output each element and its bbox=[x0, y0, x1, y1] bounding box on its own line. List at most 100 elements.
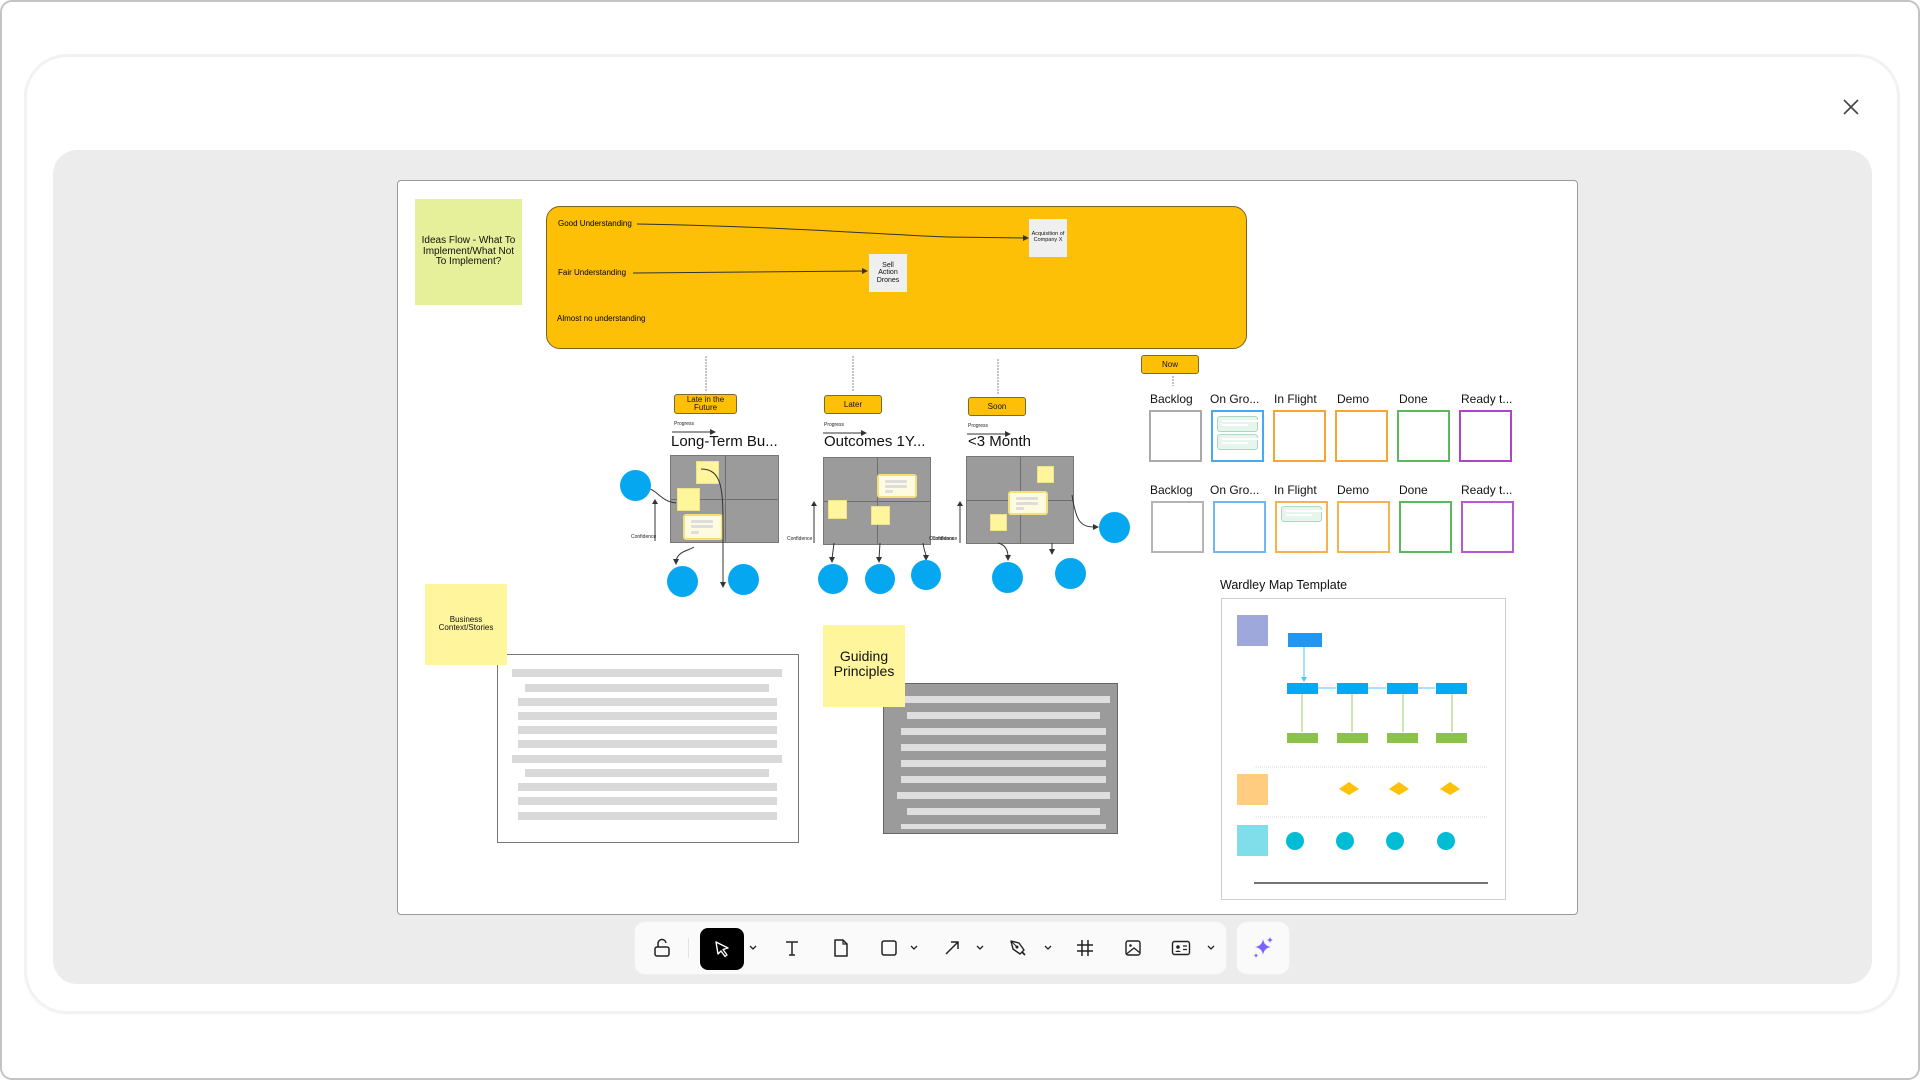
business-context-sticky[interactable]: Business Context/Stories bbox=[425, 584, 507, 665]
ai-assistant-button[interactable] bbox=[1237, 922, 1289, 974]
pen-icon bbox=[1010, 940, 1026, 956]
ideas-flow-sticky[interactable]: Ideas Flow - What To Implement/What Not … bbox=[415, 199, 522, 305]
kanban-column-label: Demo bbox=[1337, 483, 1370, 497]
wardley-map-template[interactable] bbox=[1221, 598, 1506, 900]
business-context-doc[interactable] bbox=[497, 654, 799, 843]
unlock-icon bbox=[654, 938, 670, 957]
note-card[interactable] bbox=[1008, 491, 1048, 515]
kanban-column-box[interactable] bbox=[1337, 501, 1390, 553]
outcome-node[interactable] bbox=[620, 470, 651, 501]
kanban-column-box[interactable] bbox=[1399, 501, 1452, 553]
horizon-title-3: <3 Month bbox=[968, 433, 1031, 450]
text-icon bbox=[786, 941, 798, 956]
legend-square-orange bbox=[1237, 774, 1268, 805]
confidence-label-3: Confidence bbox=[929, 536, 955, 542]
kanban-column-box[interactable] bbox=[1397, 410, 1450, 462]
wardley-diagram bbox=[1254, 633, 1488, 884]
pen-options-dropdown[interactable] bbox=[1042, 922, 1054, 974]
chevron-down-icon bbox=[1044, 945, 1052, 950]
tool-shape[interactable] bbox=[869, 922, 909, 974]
kanban-column-label: Done bbox=[1399, 392, 1428, 406]
kanban-card[interactable] bbox=[1281, 506, 1322, 522]
kanban-column-label: Backlog bbox=[1150, 392, 1193, 406]
tool-unlock[interactable] bbox=[647, 922, 677, 974]
horizon-tag-soon[interactable]: Soon bbox=[968, 397, 1026, 416]
kanban-card[interactable] bbox=[1217, 434, 1258, 450]
confidence-arrow-1 bbox=[652, 499, 658, 541]
cursor-icon bbox=[715, 941, 729, 958]
card-options-dropdown[interactable] bbox=[1205, 922, 1217, 974]
horizon-grid-2[interactable] bbox=[823, 457, 931, 545]
horizon-tag-now[interactable]: Now bbox=[1141, 355, 1199, 374]
horizon-tag-late[interactable]: Late in the Future bbox=[674, 394, 737, 414]
understanding-panel[interactable]: Good Understanding Fair Understanding Al… bbox=[546, 206, 1247, 349]
item-sell-drones[interactable]: Sell Action Drones bbox=[869, 254, 907, 292]
toolbar-divider bbox=[688, 938, 689, 958]
kanban-card[interactable] bbox=[1217, 416, 1258, 432]
guiding-principles-doc[interactable] bbox=[883, 683, 1118, 834]
sticky-note[interactable] bbox=[828, 500, 847, 519]
item-acquisition[interactable]: Acquisition of Company X bbox=[1029, 219, 1067, 257]
kanban-column-box[interactable] bbox=[1461, 501, 1514, 553]
tool-card[interactable] bbox=[1161, 922, 1201, 974]
kanban-column-box[interactable] bbox=[1149, 410, 1202, 462]
outcome-node[interactable] bbox=[865, 564, 895, 594]
kanban-column-label: On Gro... bbox=[1210, 392, 1260, 406]
contact-card-icon bbox=[1171, 940, 1191, 956]
tool-arrow[interactable] bbox=[932, 922, 972, 974]
close-button[interactable] bbox=[1838, 94, 1864, 120]
shape-options-dropdown[interactable] bbox=[908, 922, 920, 974]
bottom-toolbar bbox=[635, 922, 1226, 974]
legend-square-purple bbox=[1237, 615, 1268, 646]
tool-select[interactable] bbox=[700, 928, 744, 970]
kanban-column-box[interactable] bbox=[1335, 410, 1388, 462]
tool-pen[interactable] bbox=[998, 922, 1038, 974]
sparkle-icon bbox=[1253, 937, 1273, 958]
kanban-column-box[interactable] bbox=[1213, 501, 1266, 553]
outcome-node[interactable] bbox=[667, 566, 698, 597]
chevron-down-icon bbox=[1207, 945, 1215, 950]
guiding-principles-sticky[interactable]: Guiding Principles bbox=[823, 625, 905, 707]
tool-image[interactable] bbox=[1113, 922, 1153, 974]
close-icon bbox=[1843, 99, 1859, 115]
kanban-column-label: In Flight bbox=[1274, 483, 1317, 497]
sticky-note[interactable] bbox=[990, 514, 1007, 531]
outcome-node[interactable] bbox=[728, 564, 759, 595]
outcome-node[interactable] bbox=[911, 560, 941, 590]
outcome-node[interactable] bbox=[818, 564, 848, 594]
kanban-column-label: Done bbox=[1399, 483, 1428, 497]
image-icon bbox=[1125, 940, 1141, 956]
document-icon bbox=[834, 939, 848, 957]
progress-label-3: Progress bbox=[968, 423, 989, 429]
kanban-column-box[interactable] bbox=[1275, 501, 1328, 553]
horizon-grid-1[interactable] bbox=[670, 455, 779, 543]
kanban-column-box[interactable] bbox=[1273, 410, 1326, 462]
horizon-2-links bbox=[829, 542, 929, 563]
horizon-grid-3[interactable] bbox=[966, 456, 1074, 544]
ideas-flow-text: Ideas Flow - What To Implement/What Not … bbox=[421, 235, 516, 268]
arrow-options-dropdown[interactable] bbox=[974, 922, 986, 974]
horizon-connectors bbox=[705, 356, 1174, 395]
sticky-note[interactable] bbox=[677, 488, 700, 511]
select-options-dropdown[interactable] bbox=[747, 922, 759, 974]
horizon-tag-later[interactable]: Later bbox=[824, 395, 882, 414]
outcome-node[interactable] bbox=[992, 562, 1023, 593]
tool-document[interactable] bbox=[821, 922, 861, 974]
kanban-column-box[interactable] bbox=[1459, 410, 1512, 462]
arrow-icon bbox=[945, 941, 959, 955]
chevron-down-icon bbox=[749, 945, 757, 950]
kanban-column-box[interactable] bbox=[1151, 501, 1204, 553]
note-card[interactable] bbox=[683, 514, 723, 540]
sticky-note[interactable] bbox=[696, 461, 719, 484]
tool-text[interactable] bbox=[772, 922, 812, 974]
understanding-connectors bbox=[632, 223, 1029, 274]
outcome-node[interactable] bbox=[1099, 512, 1130, 543]
note-card[interactable] bbox=[877, 474, 917, 498]
kanban-column-label: Backlog bbox=[1150, 483, 1193, 497]
sticky-note[interactable] bbox=[1037, 466, 1054, 483]
tool-frame[interactable] bbox=[1065, 922, 1105, 974]
sticky-note[interactable] bbox=[871, 506, 890, 525]
confidence-label-2b: Confidence bbox=[932, 536, 958, 542]
outcome-node[interactable] bbox=[1055, 558, 1086, 589]
kanban-column-box[interactable] bbox=[1211, 410, 1264, 462]
